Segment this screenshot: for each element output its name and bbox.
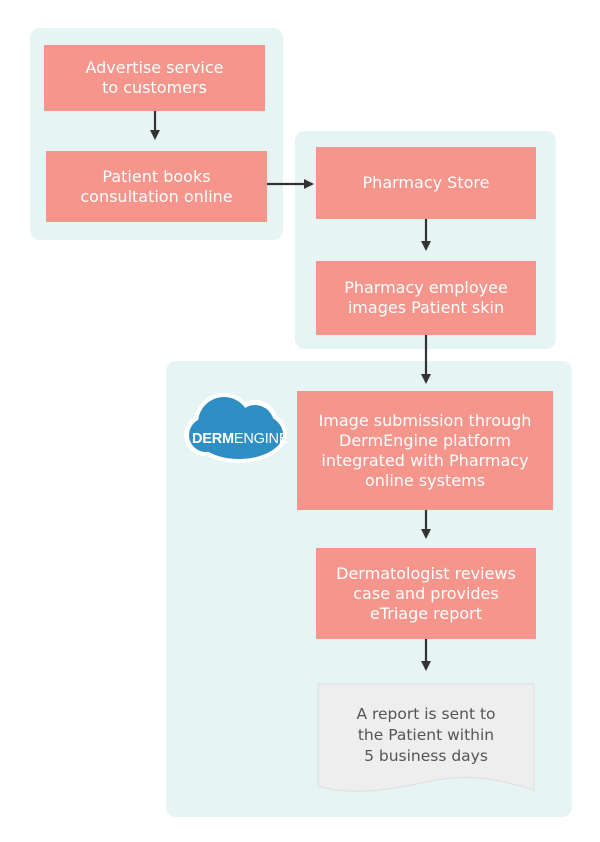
step-book-box: Patient books consultation online bbox=[46, 151, 267, 222]
step-report-text: A report is sent to the Patient within 5… bbox=[356, 705, 496, 765]
step-advertise-box: Advertise service to customers bbox=[44, 45, 265, 111]
logo-text-light: ENGINE bbox=[233, 431, 289, 447]
cloud-icon bbox=[184, 393, 287, 463]
step-submission-box: Image submission through DermEngine plat… bbox=[297, 391, 553, 510]
report-document-shape bbox=[317, 683, 535, 792]
step-pharmacy-store-box: Pharmacy Store bbox=[316, 147, 536, 219]
logo-text-bold: DERM bbox=[192, 431, 234, 447]
dermengine-logo: DERMENGINE bbox=[192, 431, 289, 447]
step-review-box: Dermatologist reviews case and provides … bbox=[316, 548, 536, 639]
step-imaging-box: Pharmacy employee images Patient skin bbox=[316, 261, 536, 335]
